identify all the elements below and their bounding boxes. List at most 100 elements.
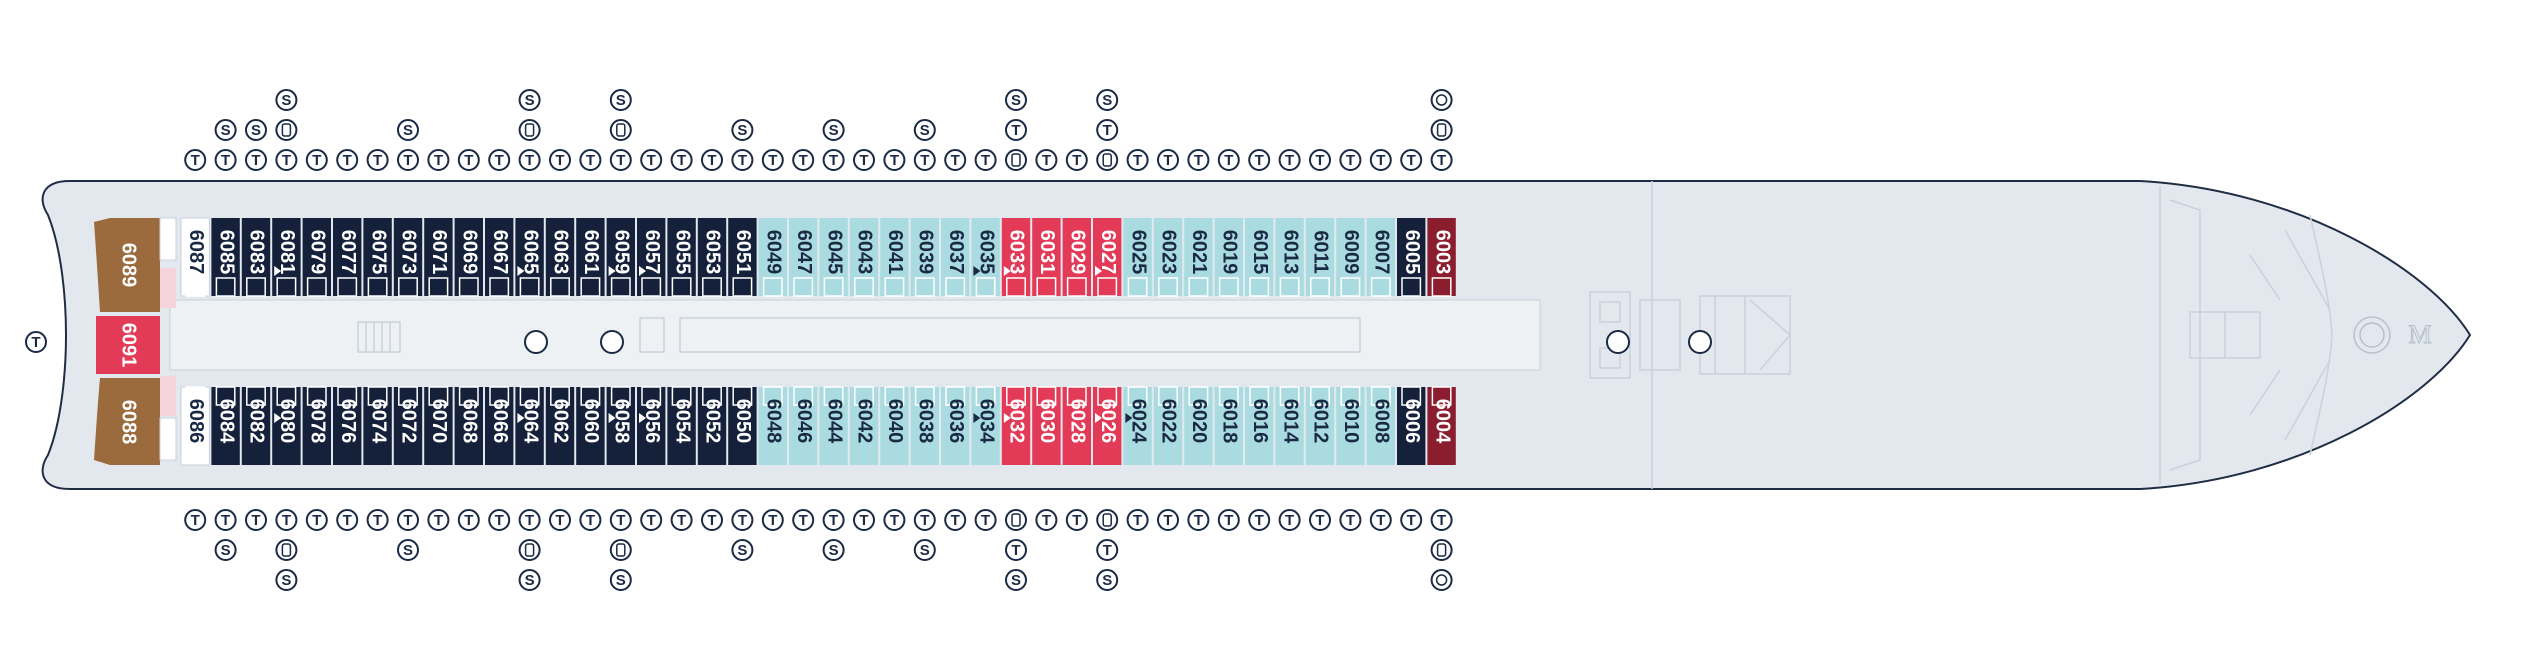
cabin-symbol — [1096, 509, 1119, 531]
cabin-6068[interactable]: 6068 — [454, 386, 483, 465]
cabin-6048[interactable]: 6048 — [758, 386, 787, 465]
cabin-number: 6030 — [1036, 399, 1058, 444]
cabin-6064[interactable]: 6064 — [515, 386, 544, 465]
cabin-6042[interactable]: 6042 — [849, 386, 879, 465]
stairs-icon-forward — [1688, 330, 1712, 354]
cabin-6009[interactable]: 6009 — [1336, 218, 1365, 297]
twin-bed-letter: T — [495, 152, 504, 169]
cabin-6054[interactable]: 6054 — [667, 386, 696, 465]
accessible-marker-icon — [1125, 413, 1133, 423]
cabin-6063[interactable]: 6063 — [545, 218, 575, 297]
twin-bed-letter: T — [738, 512, 747, 529]
cabin-6050[interactable]: 6050 — [728, 386, 757, 465]
cabin-6071[interactable]: 6071 — [424, 218, 453, 297]
cabin-6035[interactable]: 6035 — [971, 218, 1000, 297]
cabin-6044[interactable]: 6044 — [819, 386, 848, 465]
cabin-6077[interactable]: 6077 — [333, 218, 362, 297]
cabin-6033[interactable]: 6033 — [1001, 218, 1031, 297]
cabin-6085[interactable]: 6085 — [211, 218, 240, 297]
cabin-6038[interactable]: 6038 — [910, 386, 939, 465]
cabin-6055[interactable]: 6055 — [667, 218, 696, 297]
cabin-6037[interactable]: 6037 — [941, 218, 970, 297]
cabin-6066[interactable]: 6066 — [485, 386, 514, 465]
cabin-6022[interactable]: 6022 — [1153, 386, 1183, 465]
cabin-6069[interactable]: 6069 — [454, 218, 483, 297]
cabin-6003[interactable]: 6003 — [1427, 218, 1456, 297]
cabin-6058[interactable]: 6058 — [606, 386, 635, 465]
cabin-6026[interactable]: 6026 — [1093, 386, 1122, 465]
cabin-6061[interactable]: 6061 — [576, 218, 605, 297]
cabin-6059[interactable]: 6059 — [606, 218, 635, 297]
cabin-6007[interactable]: 6007 — [1366, 218, 1395, 297]
cabin-6034[interactable]: 6034 — [971, 386, 1000, 465]
cabin-6020[interactable]: 6020 — [1184, 386, 1213, 465]
cabin-6018[interactable]: 6018 — [1214, 386, 1243, 465]
cabin-balcony — [1158, 277, 1178, 297]
cabin-6029[interactable]: 6029 — [1062, 218, 1091, 297]
cabin-6070[interactable]: 6070 — [424, 386, 453, 465]
cabin-6012[interactable]: 6012 — [1305, 386, 1335, 465]
cabin-6028[interactable]: 6028 — [1062, 386, 1091, 465]
cabin-6008[interactable]: 6008 — [1366, 386, 1395, 465]
twin-bed-letter: T — [586, 512, 595, 529]
cabin-6030[interactable]: 6030 — [1032, 386, 1061, 465]
cabin-6056[interactable]: 6056 — [637, 386, 666, 465]
cabin-6021[interactable]: 6021 — [1184, 218, 1213, 297]
cabin-6040[interactable]: 6040 — [880, 386, 909, 465]
cabin-6047[interactable]: 6047 — [789, 218, 818, 297]
cabin-6023[interactable]: 6023 — [1153, 218, 1183, 297]
cabin-6072[interactable]: 6072 — [393, 386, 423, 465]
cabin-6052[interactable]: 6052 — [697, 386, 727, 465]
cabin-6074[interactable]: 6074 — [363, 386, 392, 465]
cabin-symbol: S — [913, 539, 936, 561]
cabin-number: 6087 — [185, 230, 207, 275]
cabin-symbol — [1430, 89, 1453, 111]
cabin-6006[interactable]: 6006 — [1397, 386, 1426, 465]
cabin-6015[interactable]: 6015 — [1245, 218, 1274, 297]
cabin-6039[interactable]: 6039 — [910, 218, 939, 297]
cabin-6079[interactable]: 6079 — [302, 218, 331, 297]
cabin-6081[interactable]: 6081 — [272, 218, 301, 297]
cabin-6013[interactable]: 6013 — [1275, 218, 1304, 297]
cabin-6027[interactable]: 6027 — [1093, 218, 1122, 297]
cabin-6051[interactable]: 6051 — [728, 218, 757, 297]
cabin-6073[interactable]: 6073 — [393, 218, 423, 297]
cabin-balcony — [1188, 386, 1209, 406]
cabin-6053[interactable]: 6053 — [697, 218, 727, 297]
cabin-6078[interactable]: 6078 — [302, 386, 331, 465]
cabin-6046[interactable]: 6046 — [789, 386, 818, 465]
cabin-6019[interactable]: 6019 — [1214, 218, 1243, 297]
cabin-6024[interactable]: 6024 — [1123, 386, 1152, 465]
cabin-6036[interactable]: 6036 — [941, 386, 970, 465]
cabin-symbol: T — [1157, 149, 1179, 171]
cabin-6086[interactable]: 6086 — [180, 386, 210, 466]
cabin-6062[interactable]: 6062 — [545, 386, 575, 465]
twin-bed-letter: T — [1407, 152, 1416, 169]
cabin-6031[interactable]: 6031 — [1032, 218, 1061, 297]
cabin-6045[interactable]: 6045 — [819, 218, 848, 297]
cabin-6049[interactable]: 6049 — [758, 218, 787, 297]
cabin-6087[interactable]: 6087 — [180, 217, 210, 297]
cabin-6076[interactable]: 6076 — [333, 386, 362, 465]
twin-bed-letter: T — [403, 152, 412, 169]
cabin-6010[interactable]: 6010 — [1336, 386, 1365, 465]
cabin-6032[interactable]: 6032 — [1001, 386, 1031, 465]
cabin-6060[interactable]: 6060 — [576, 386, 605, 465]
cabin-6005[interactable]: 6005 — [1397, 218, 1426, 297]
cabin-6041[interactable]: 6041 — [880, 218, 909, 297]
symbol-circle-icon — [1430, 149, 1453, 171]
cabin-6011[interactable]: 6011 — [1305, 218, 1335, 297]
cabin-6080[interactable]: 6080 — [272, 386, 301, 465]
cabin-6014[interactable]: 6014 — [1275, 386, 1304, 465]
cabin-6075[interactable]: 6075 — [363, 218, 392, 297]
cabin-6082[interactable]: 6082 — [241, 386, 271, 465]
cabin-6065[interactable]: 6065 — [515, 218, 544, 297]
cabin-6025[interactable]: 6025 — [1123, 218, 1152, 297]
cabin-6004[interactable]: 6004 — [1427, 386, 1456, 465]
cabin-6067[interactable]: 6067 — [485, 218, 514, 297]
cabin-6057[interactable]: 6057 — [637, 218, 666, 297]
cabin-6084[interactable]: 6084 — [211, 386, 240, 465]
cabin-6043[interactable]: 6043 — [849, 218, 879, 297]
cabin-6083[interactable]: 6083 — [241, 218, 271, 297]
cabin-6016[interactable]: 6016 — [1245, 386, 1274, 465]
